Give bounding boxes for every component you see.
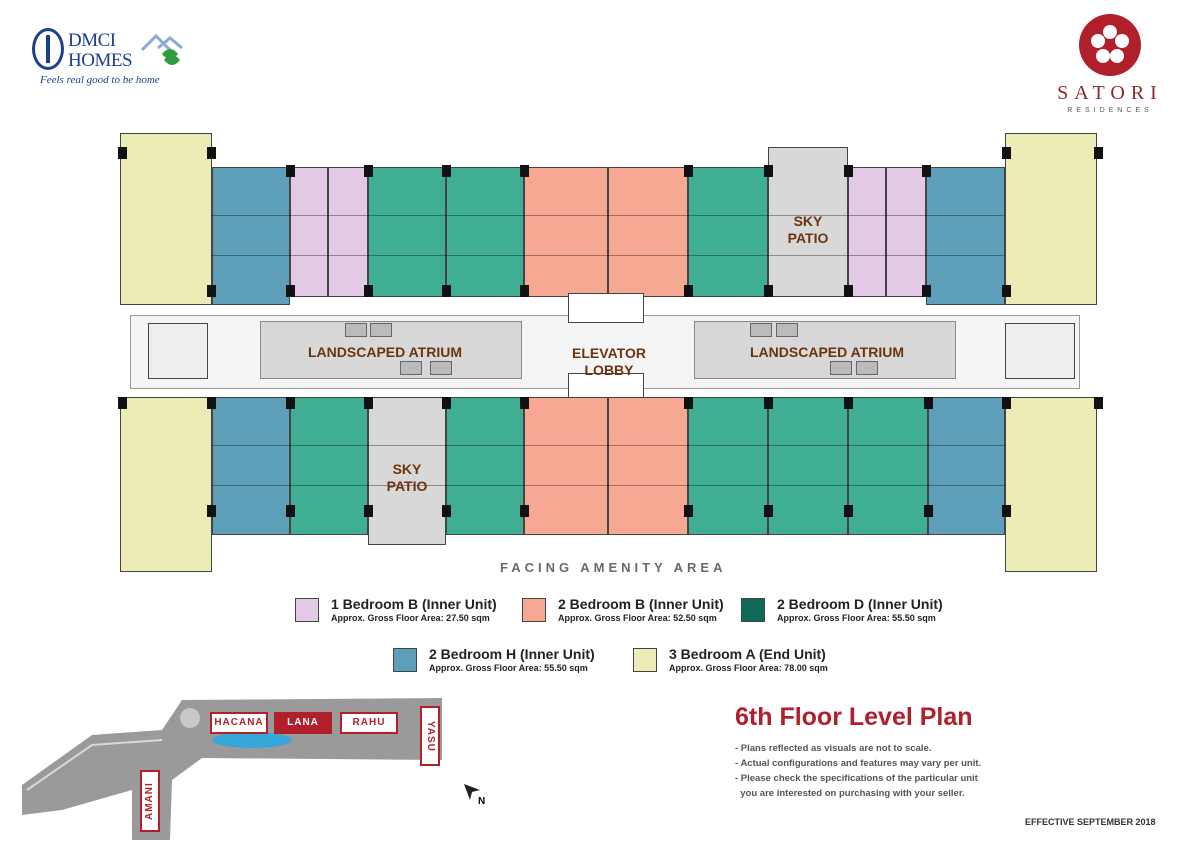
effective-date: EFFECTIVE SEPTEMBER 2018 [1025,817,1156,827]
unit-2br-b[interactable] [608,167,688,297]
legend-title: 2 Bedroom B (Inner Unit) [558,596,724,612]
unit-3br-a-bottom-left[interactable] [120,397,212,572]
elevator-lobby-label: ELEVATOR LOBBY [572,345,646,378]
unit-1br-b[interactable] [290,167,328,297]
unit-1br-b[interactable] [886,167,926,297]
atrium-right [694,321,956,379]
cherry-blossom-icon [1079,14,1141,76]
unit-1br-b[interactable] [328,167,368,297]
building-yasu[interactable]: YASU [420,706,440,766]
satori-wordmark: SATORI [1057,82,1163,104]
note-line: - Plans reflected as visuals are not to … [735,743,932,754]
note-line: you are interested on purchasing with yo… [735,788,965,799]
house-icon [140,33,183,65]
unit-2br-d[interactable] [290,397,368,535]
legend-area: Approx. Gross Floor Area: 55.50 sqm [777,613,936,623]
unit-2br-h[interactable] [212,167,290,305]
dmci-word: DMCI [68,30,116,51]
stair-right [1005,323,1075,379]
unit-2br-d[interactable] [768,397,848,535]
unit-2br-d[interactable] [446,397,524,535]
unit-2br-b[interactable] [524,167,608,297]
north-arrow-icon: N [460,780,490,810]
legend-area: Approx. Gross Floor Area: 52.50 sqm [558,613,717,623]
legend-area: Approx. Gross Floor Area: 78.00 sqm [669,663,828,673]
unit-3br-a-top-right[interactable] [1005,133,1097,305]
legend-swatch [741,598,765,622]
unit-2br-h[interactable] [926,167,1005,305]
site-map: HACANA LANA RAHU YASU AMANI [22,690,462,840]
unit-2br-d[interactable] [446,167,524,297]
legend-area: Approx. Gross Floor Area: 27.50 sqm [331,613,490,623]
unit-3br-a-bottom-right[interactable] [1005,397,1097,572]
note-line: - Actual configurations and features may… [735,758,982,769]
unit-2br-d[interactable] [848,397,928,535]
atrium-label-left: LANDSCAPED ATRIUM [308,344,462,360]
unit-2br-h[interactable] [212,397,290,535]
elevator-bank-top [568,293,644,323]
facing-amenity-label: FACING AMENITY AREA [500,560,727,575]
north-label: N [478,796,486,807]
legend-title: 1 Bedroom B (Inner Unit) [331,596,497,612]
satori-subtitle: RESIDENCES [1067,107,1153,114]
note-line: - Please check the specifications of the… [735,773,978,784]
unit-2br-b[interactable] [524,397,608,535]
unit-2br-b[interactable] [608,397,688,535]
legend-title: 2 Bedroom D (Inner Unit) [777,596,943,612]
sky-patio-label-bottom: SKY PATIO [386,461,428,494]
legend-swatch [522,598,546,622]
stair-left [148,323,208,379]
unit-2br-d[interactable] [688,397,768,535]
unit-2br-d[interactable] [688,167,768,297]
building-amani[interactable]: AMANI [140,770,160,832]
building-lana[interactable]: LANA [274,712,332,734]
satori-logo: SATORI RESIDENCES [1040,14,1180,114]
unit-3br-a-top-left[interactable] [120,133,212,305]
building-rahu[interactable]: RAHU [340,712,398,734]
legend-swatch [633,648,657,672]
unit-2br-d[interactable] [368,167,446,297]
legend-area: Approx. Gross Floor Area: 55.50 sqm [429,663,588,673]
building-hacana[interactable]: HACANA [210,712,268,734]
page-title: 6th Floor Level Plan [735,703,973,731]
atrium-label-right: LANDSCAPED ATRIUM [750,344,904,360]
unit-2br-h[interactable] [928,397,1005,535]
homes-word: HOMES [68,50,133,71]
legend-title: 3 Bedroom A (End Unit) [669,646,826,662]
legend-swatch [393,648,417,672]
floor-plan: SKY PATIO SKY PATIO LANDSCAPED ATRIUM LA… [100,125,1110,580]
sky-patio-label-top: SKY PATIO [787,213,829,246]
dmci-tagline: Feels real good to be home [40,74,160,86]
legend-swatch [295,598,319,622]
unit-1br-b[interactable] [848,167,886,297]
dmci-mark-icon [32,28,64,70]
sky-patio-bottom [368,397,446,545]
legend-title: 2 Bedroom H (Inner Unit) [429,646,595,662]
sky-patio-top [768,147,848,297]
dmci-homes-logo: DMCI HOMES Feels real good to be home [28,26,198,90]
